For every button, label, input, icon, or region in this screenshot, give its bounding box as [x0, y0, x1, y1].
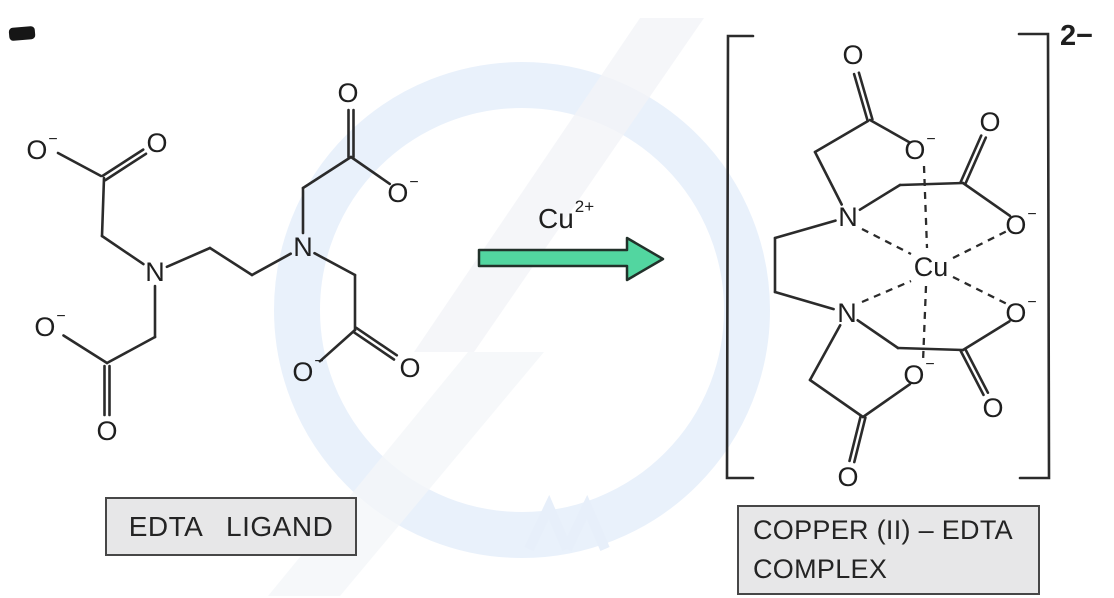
complex-charge-label: 2− [1060, 20, 1093, 52]
atom-label: N [838, 202, 858, 232]
atom-label: O [842, 40, 863, 70]
watermark-streak [414, 18, 704, 352]
complex-bracket-right [1017, 32, 1051, 480]
atom-label: O− [903, 356, 934, 391]
atom-label: O [982, 393, 1003, 423]
atom-label: N [837, 298, 857, 328]
coordination-bond [861, 227, 912, 256]
complex-bracket-left [725, 34, 755, 480]
atom-label: O− [1005, 294, 1036, 329]
left-caption-box: EDTA LIGAND [105, 497, 357, 556]
atom-label: O [96, 416, 117, 446]
atom-label: O− [1005, 206, 1036, 241]
atom-label: O− [387, 174, 418, 209]
atom-label: O− [34, 308, 65, 343]
coordination-bond [952, 275, 1008, 306]
atom-labels: O O− O O− N N O− O O− O Cu [837, 40, 1036, 492]
atom-label: O− [26, 131, 57, 166]
reagent-label: Cu2+ [538, 197, 594, 234]
copper-edta-complex-structure: 2− [725, 20, 1093, 492]
coordination-bond [921, 285, 928, 363]
right-caption-line2: COMPLEX [753, 554, 888, 584]
coordination-bond [952, 229, 1008, 260]
left-caption-text: EDTA LIGAND [128, 510, 334, 542]
atom-label: O [837, 462, 858, 492]
coordination-bond [861, 279, 912, 304]
atom-label: N [145, 257, 165, 287]
right-caption-line1: COPPER (II) – EDTA [753, 515, 1013, 545]
watermark-letterform [562, 494, 610, 552]
coordination-bond [922, 165, 929, 249]
bond [773, 71, 1012, 464]
reaction-arrow [477, 236, 665, 282]
watermark-letterform [524, 494, 572, 552]
atom-label: N [293, 232, 313, 262]
bond [56, 108, 399, 417]
right-caption-box: COPPER (II) – EDTA COMPLEX [737, 505, 1040, 595]
reaction: Cu2+ [477, 197, 665, 282]
atom-label: O [146, 128, 167, 158]
watermark-ring [274, 62, 770, 558]
atom-label: O [399, 353, 420, 383]
atom-label: O [337, 78, 358, 108]
edta-ligand-structure: O− O N N O O− O− O O− O [26, 78, 420, 446]
coordination-bonds [861, 165, 1008, 363]
atom-label: O− [904, 131, 935, 166]
atom-label: O− [292, 353, 323, 388]
atom-labels: O− O N N O O− O− O O− O [26, 78, 420, 446]
atom-label: O [979, 107, 1000, 137]
central-atom-label: Cu [914, 252, 949, 282]
stray-mark [8, 26, 36, 41]
